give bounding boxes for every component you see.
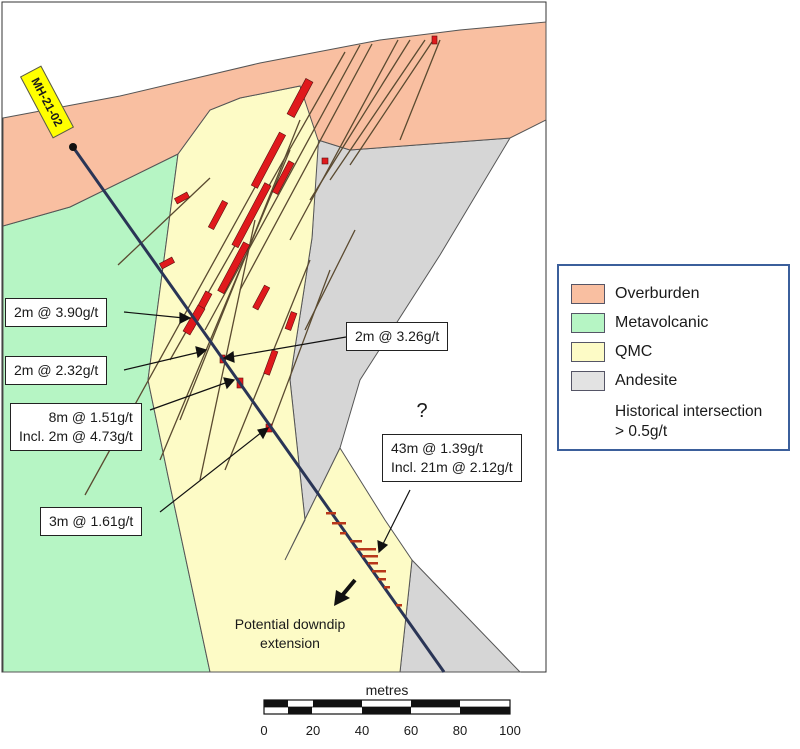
historical-trace (304, 229, 356, 331)
qmc-swatch (571, 342, 605, 362)
scale-tick: 100 (499, 723, 521, 738)
assay-bar (372, 570, 386, 573)
leader-2m-326 (229, 336, 347, 358)
downdip-arrow-head (334, 590, 350, 606)
callout-2m-2.32: 2m @ 2.32g/t (5, 356, 108, 385)
historical-trace (399, 39, 441, 141)
scale-tick: 40 (354, 723, 370, 738)
intersection-bar (159, 256, 175, 270)
downdip-extension-label: Potential downdip extension (210, 615, 370, 653)
andesite-swatch (571, 371, 605, 391)
legend-label: QMC (615, 343, 653, 360)
legend-item-metavolcanic: Metavolcanic (571, 311, 708, 335)
assay-bar (396, 604, 402, 607)
historical-trace (117, 177, 211, 266)
leader-3m-161 (159, 431, 263, 513)
metavolcanic-swatch (571, 313, 605, 333)
downdip-line1: Potential downdip (234, 616, 346, 632)
assay-bar (326, 512, 336, 515)
overburden-swatch (571, 284, 605, 304)
legend-label: Overburden (615, 285, 700, 302)
legend: Overburden Metavolcanic QMC Andesite His… (557, 264, 790, 451)
callout-text: 2m @ 3.26g/t (355, 328, 440, 344)
callout-text: 2m @ 2.32g/t (14, 362, 99, 378)
intersection-bar (286, 78, 314, 118)
callout-text: 8m @ 1.51g/t (48, 409, 133, 425)
historical-trace (269, 269, 331, 431)
intersection-bar (271, 160, 295, 195)
callout-text: 43m @ 1.39g/t (391, 440, 484, 456)
leader-8m-151 (149, 381, 229, 411)
legend-label: Andesite (615, 372, 678, 389)
callout-43m-1.39: 43m @ 1.39g/t Incl. 21m @ 2.12g/t (382, 434, 522, 482)
assay-bar (368, 562, 378, 565)
leader-2m-232 (123, 351, 201, 371)
scale-tick: 20 (305, 723, 321, 738)
intersection-bar (431, 35, 438, 45)
callout-text: 2m @ 3.90g/t (14, 304, 99, 320)
assay-bar (340, 532, 346, 535)
intersection-bar (250, 131, 287, 189)
legend-item-historical: Historical intersection > 0.5g/t (615, 402, 762, 442)
historical-trace (199, 219, 256, 481)
new-hole-assays (326, 512, 402, 607)
drillhole-collar (69, 143, 77, 151)
andesite-unit-lower (399, 558, 522, 673)
unknown-contact-marker: ? (416, 400, 428, 422)
historical-trace (204, 44, 361, 331)
legend-historical-line2: > 0.5g/t (615, 423, 668, 440)
arrow-head (377, 540, 389, 554)
historical-trace (349, 41, 433, 166)
intersection-bar (263, 349, 279, 376)
scale-tick: 0 (260, 723, 268, 738)
callout-leaders (123, 311, 411, 554)
downdip-line2: extension (260, 635, 320, 651)
assay-bar (350, 540, 362, 543)
historical-trace (289, 39, 399, 241)
intersection-bar (252, 284, 271, 311)
assay-bar (356, 548, 376, 551)
callout-8m-1.51: 8m @ 1.51g/t Incl. 2m @ 4.73g/t (10, 403, 142, 451)
legend-historical-line1: Historical intersection (615, 403, 763, 420)
intersection-bar (207, 199, 229, 231)
callout-text: Incl. 2m @ 4.73g/t (19, 428, 133, 444)
assay-bar (384, 586, 390, 589)
leader-43m-139 (381, 489, 411, 547)
legend-item-qmc: QMC (571, 340, 652, 364)
scale-tick: 80 (452, 723, 468, 738)
arrow-head (257, 427, 270, 440)
callout-text: Incl. 21m @ 2.12g/t (391, 459, 513, 475)
callout-3m-1.61: 3m @ 1.61g/t (40, 507, 143, 536)
arrow-head (223, 377, 236, 390)
arrow-head (179, 312, 192, 324)
arrow-head (195, 346, 208, 359)
historical-trace (309, 39, 411, 201)
historical-intersections (159, 35, 438, 433)
arrow-head (222, 350, 235, 363)
intersection-bar (231, 182, 272, 249)
legend-label: Metavolcanic (615, 314, 709, 331)
legend-item-andesite: Andesite (571, 369, 677, 393)
intersection-bar (174, 191, 190, 205)
scale-bar (263, 699, 511, 715)
intersection-bar (217, 241, 251, 295)
callout-2m-3.26: 2m @ 3.26g/t (346, 322, 449, 351)
drillhole-trace (71, 146, 446, 673)
historical-trace (159, 149, 291, 461)
historical-drill-traces (84, 39, 441, 496)
assay-bar (378, 578, 386, 581)
assay-bar (332, 522, 346, 525)
intersection-bar (321, 157, 329, 165)
legend-item-overburden: Overburden (571, 282, 700, 306)
scale-tick: 60 (403, 723, 419, 738)
callout-text: 3m @ 1.61g/t (49, 513, 134, 529)
historical-trace (329, 39, 426, 181)
assay-bar (362, 555, 378, 558)
historical-trace (239, 43, 373, 291)
leader-2m-390 (123, 311, 185, 319)
callout-2m-3.90: 2m @ 3.90g/t (5, 298, 108, 327)
scale-title: metres (365, 682, 409, 698)
intersection-bar (284, 311, 298, 331)
